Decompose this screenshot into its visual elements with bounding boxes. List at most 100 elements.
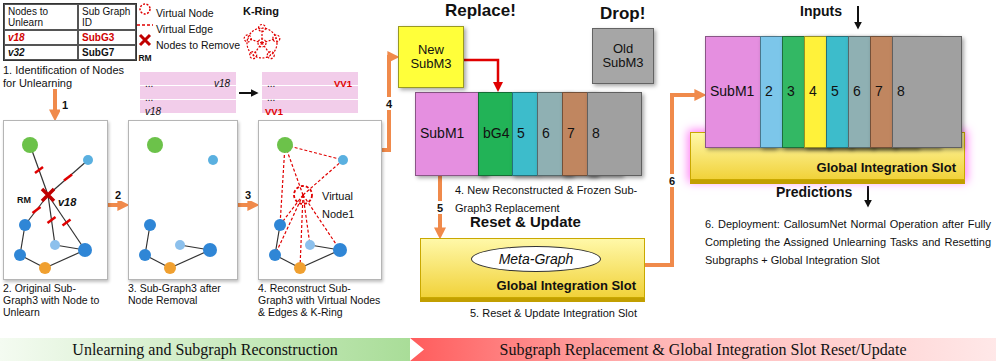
- line-shape: [48, 195, 55, 245]
- line-shape: [48, 195, 85, 250]
- legend-entry: Virtual Edge: [156, 19, 213, 37]
- circle-shape: [83, 155, 93, 165]
- card-text: 3: [787, 84, 795, 99]
- card-text: SubM1: [420, 126, 464, 141]
- line-shape: [303, 195, 340, 250]
- card-text: 6: [542, 126, 550, 141]
- circle-shape: [274, 219, 286, 231]
- label-text: VV1: [265, 106, 283, 117]
- card-text: SubM1: [710, 84, 754, 99]
- circle-shape: [164, 262, 176, 274]
- legend-text: Nodes to Remove: [156, 39, 240, 51]
- g-shape: [145, 225, 210, 268]
- circle-shape: [39, 262, 51, 274]
- label-text: Drop!: [600, 4, 645, 23]
- label-text: Virtual Node1: [322, 190, 354, 220]
- replace-arrow: [464, 60, 498, 85]
- free-label: 6. Deployment: CallosumNet Normal Operat…: [705, 214, 991, 268]
- circle-shape: [14, 249, 26, 261]
- card-text: 7: [875, 84, 883, 99]
- line-shape: [48, 217, 56, 223]
- panel-frame: [258, 120, 382, 280]
- label-text: VV1: [334, 78, 352, 89]
- circle-shape: [294, 262, 306, 274]
- table-text: v32: [8, 47, 25, 58]
- circle-shape: [140, 4, 150, 14]
- path-shape: [140, 35, 150, 45]
- legend-text: Virtual Node: [156, 7, 214, 19]
- section-band: Unlearning and Subgraph Reconstruction: [0, 338, 410, 361]
- table-text: Nodes to Unlearn: [8, 6, 48, 28]
- path-shape: [42, 189, 54, 201]
- circle-shape: [247, 28, 277, 58]
- path-shape: [248, 28, 277, 55]
- free-label: RM: [133, 47, 157, 65]
- line-shape: [63, 220, 71, 226]
- free-label: v18: [214, 73, 230, 91]
- free-label: VV1: [334, 73, 352, 91]
- label-text: ...: [267, 78, 275, 89]
- circle-shape: [338, 155, 348, 165]
- label-text: Inputs: [800, 3, 842, 19]
- free-label: Inputs: [800, 2, 842, 20]
- g-shape: [244, 25, 280, 59]
- card-text: 5: [517, 126, 525, 141]
- circle-shape: [333, 243, 347, 257]
- line-shape: [64, 175, 72, 181]
- ellipse-text: Meta-Graph: [499, 251, 574, 267]
- free-label: VV1: [265, 101, 283, 119]
- free-label: ...: [267, 73, 275, 91]
- table-cell: SubG7: [78, 45, 136, 60]
- slot-text: Global Integration Slot: [497, 279, 636, 294]
- legend-entry: Nodes to Remove: [156, 35, 240, 53]
- step-number: 5: [435, 201, 445, 214]
- step-number-text: 6: [669, 175, 675, 187]
- label-text: K-Ring: [243, 5, 279, 17]
- circle-shape: [294, 186, 312, 204]
- label-text: 6. Deployment: CallosumNet Normal Operat…: [705, 218, 991, 266]
- subgraph-panel: 2. Original Sub-Graph3 with Node to Unle…: [3, 120, 108, 318]
- section-band: Subgraph Replacement & Global Integratio…: [410, 338, 996, 361]
- line-shape: [239, 92, 253, 94]
- caption-text: 4. Reconstruct Sub-Graph3 with Virtual N…: [258, 282, 380, 318]
- label-text: ...: [145, 78, 153, 89]
- label-text: 4. New Reconstructed & Frozen Sub-Graph3…: [455, 184, 637, 214]
- label-text: Predictions: [776, 184, 852, 200]
- integration-slot: Global Integration Slot Meta-Graph: [420, 238, 645, 298]
- line-shape: [137, 24, 153, 26]
- step-number: 2: [113, 188, 123, 201]
- line-shape: [300, 195, 303, 268]
- free-label: Reset & Update: [470, 213, 581, 231]
- card-text: 7: [567, 126, 575, 141]
- circle-shape: [277, 137, 293, 153]
- table-grid: Nodes to UnlearnSub Graph IDv18SubG3v32S…: [3, 3, 137, 61]
- subgraph-panel: 4. Reconstruct Sub-Graph3 with Virtual N…: [258, 120, 382, 318]
- free-label: ...: [145, 73, 153, 91]
- label-text: ...: [267, 92, 275, 103]
- free-label: Predictions: [776, 183, 852, 201]
- caption-text: 1. Identification of Nodes for Unlearnin…: [3, 64, 124, 89]
- table-text: v18: [8, 32, 25, 43]
- line-shape: [303, 160, 343, 195]
- table-cell: v18: [4, 30, 78, 45]
- table-text: SubG7: [82, 47, 114, 58]
- label-text: RM: [138, 53, 151, 63]
- free-label: K-Ring: [243, 1, 279, 19]
- caption-text: 2. Original Sub-Graph3 with Node to Unle…: [3, 282, 99, 318]
- band-text: Subgraph Replacement & Global Integratio…: [499, 341, 906, 359]
- circle-shape: [203, 243, 217, 257]
- circle-shape: [305, 240, 315, 250]
- table-text: Sub Graph ID: [82, 6, 130, 28]
- slot-text: Global Integration Slot: [817, 161, 956, 176]
- step-caption: 1. Identification of Nodes for Unlearnin…: [3, 64, 137, 89]
- free-label: ...: [267, 87, 275, 105]
- circle-shape: [147, 137, 163, 153]
- circle-shape: [139, 249, 151, 261]
- submodel-card: Old SubM3: [592, 28, 654, 84]
- label-text: RM: [17, 195, 31, 205]
- free-label: v18: [145, 101, 161, 119]
- circle-shape: [269, 249, 281, 261]
- line-shape: [285, 145, 343, 160]
- unlearn-table: Nodes to UnlearnSub Graph IDv18SubG3v32S…: [3, 3, 137, 89]
- submodel-card: New SubM3: [398, 26, 464, 88]
